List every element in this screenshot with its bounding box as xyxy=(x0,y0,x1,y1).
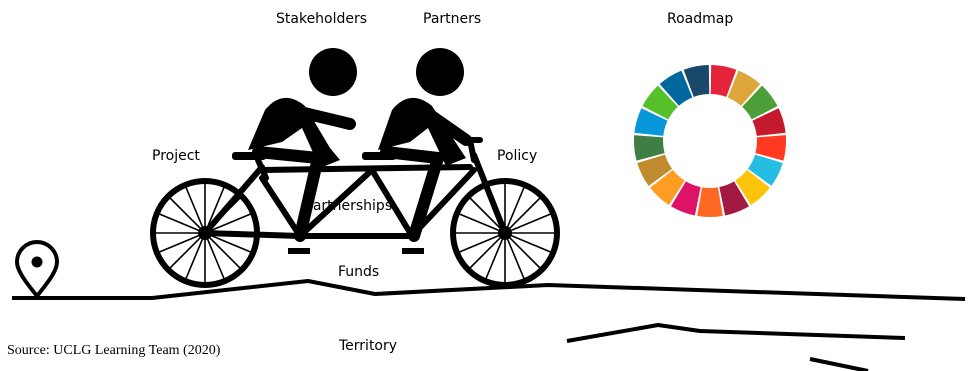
sdg-wheel-segment xyxy=(735,169,770,205)
source-caption: Source: UCLG Learning Team (2020) xyxy=(7,343,221,358)
sdg-wheel-segment xyxy=(752,108,786,136)
tandem-bicycle-icon xyxy=(150,48,560,288)
sdg-wheel-segment xyxy=(650,169,685,205)
sdg-wheel-segment xyxy=(697,187,723,217)
roadmap-label: Roadmap xyxy=(667,11,734,27)
territory-line-1 xyxy=(566,323,906,343)
territory-label: Territory xyxy=(339,338,398,354)
sdg-wheel-segment xyxy=(659,70,693,106)
sdg-wheel-segment xyxy=(634,135,665,161)
partners-label: Partners xyxy=(423,11,482,27)
sdg-wheel-segment xyxy=(727,70,761,106)
territory-line-2 xyxy=(809,357,869,371)
sdg-wheel-segment xyxy=(755,135,787,161)
sdg-wheel-segment xyxy=(742,85,778,120)
policy-label: Policy xyxy=(497,148,538,164)
ground-line xyxy=(12,279,966,301)
location-pin-icon xyxy=(15,240,59,298)
sdg-wheel-segment xyxy=(747,154,783,186)
partnerships-label: Partnerships xyxy=(305,198,393,214)
sdg-wheel-segment xyxy=(671,181,701,216)
sdg-wheel-segment xyxy=(642,85,678,120)
sdg-wheel-segment xyxy=(719,181,749,216)
sdg-wheel-segment xyxy=(637,154,673,186)
stakeholders-label: Stakeholders xyxy=(276,11,368,27)
sdg-wheel-segment xyxy=(683,65,710,97)
sdg-wheel-segment xyxy=(710,65,737,97)
funds-label: Funds xyxy=(338,264,380,280)
sdg-wheel-segment xyxy=(634,108,668,136)
project-label: Project xyxy=(152,148,200,164)
sdg-wheel-icon xyxy=(634,65,787,217)
